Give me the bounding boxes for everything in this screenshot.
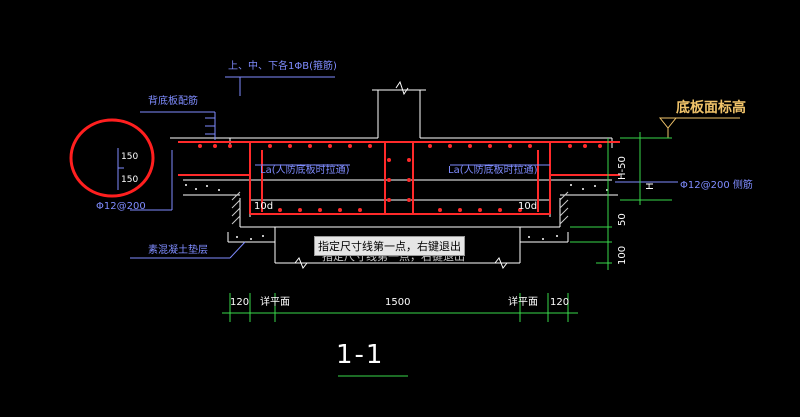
pier-outline (372, 80, 426, 138)
label-dim150-a: 150 (121, 152, 139, 162)
label-la-left: La(人防底板时拉通) (260, 165, 350, 176)
rebar-dots (198, 144, 602, 212)
command-tooltip: 指定尺寸线第一点，右键退出 (314, 236, 465, 256)
dimension-lines (222, 132, 672, 377)
label-detail-left: 详平面 (260, 297, 290, 308)
label-top-stirrup: 上、中、下各1ΦB(箍筋) (228, 61, 337, 72)
leader-lines (117, 76, 678, 259)
label-back-bottom-rebar: 背底板配筋 (148, 96, 198, 107)
label-phi12-right: Φ12@200 侧筋 (680, 180, 753, 191)
label-detail-right: 详平面 (508, 297, 538, 308)
highlight-circle (69, 118, 155, 198)
concrete-hatch (231, 191, 569, 225)
label-10d-left: 10d (254, 201, 274, 212)
label-cushion: 素混凝土垫层 (148, 245, 208, 256)
label-dim-1500: 1500 (385, 297, 411, 308)
label-dim-120-left: 120 (230, 297, 250, 308)
label-10d-right: 10d (518, 201, 538, 212)
section-title: 1-1 (336, 340, 385, 370)
label-slab-elevation: 底板面标高 (676, 100, 746, 116)
label-phi12-left: Φ12@200 (96, 201, 146, 212)
label-dim-50: 50 (617, 213, 628, 226)
cushion-dots (185, 184, 608, 240)
label-dim-120-right: 120 (550, 297, 570, 308)
label-dim-100: 100 (617, 245, 628, 265)
label-la-right: La(人防底板时拉通) (448, 165, 538, 176)
label-dim-h: H (645, 182, 656, 190)
elevation-marker (658, 117, 740, 138)
slab-outline (170, 137, 618, 269)
label-dim-h50: H-50 (617, 156, 628, 180)
rebar-lines (178, 141, 620, 215)
label-dim150-b: 150 (121, 175, 139, 185)
